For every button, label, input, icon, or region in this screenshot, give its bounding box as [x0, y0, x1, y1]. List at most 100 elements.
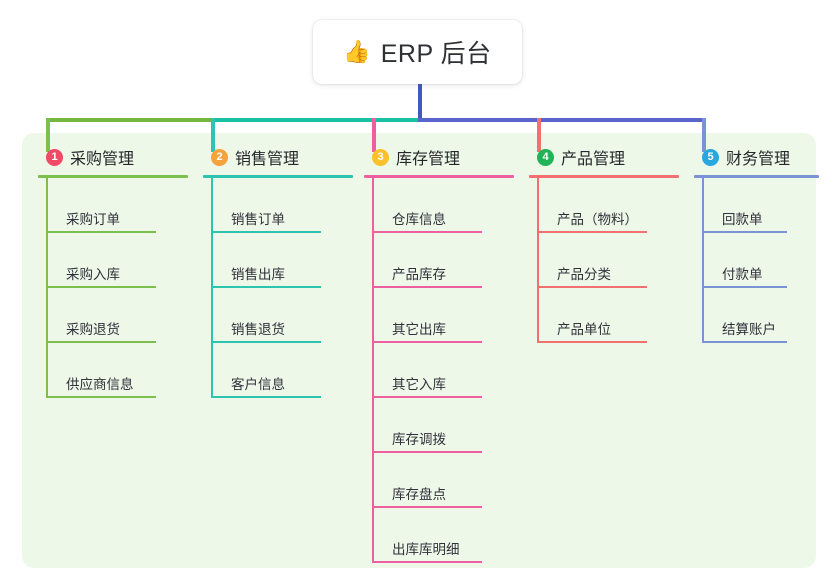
branch-item-underline [372, 286, 482, 288]
branch-item-underline [211, 396, 321, 398]
branch-item[interactable]: 结算账户 [694, 288, 819, 343]
branch-item-label: 结算账户 [722, 322, 776, 337]
branch-item-underline [372, 506, 482, 508]
branch-item[interactable]: 产品库存 [364, 233, 514, 288]
branch-item-label: 库存盘点 [392, 487, 446, 502]
branch-item-underline [46, 396, 156, 398]
connector-horizontal-segment-3 [418, 118, 706, 122]
branch-spine [537, 178, 539, 343]
branch-item-label: 产品单位 [557, 322, 611, 337]
branch-column-2: 2 销售管理销售订单销售出库销售退货客户信息 [203, 145, 353, 398]
branch-item-underline [537, 231, 647, 233]
branch-item-label: 其它出库 [392, 322, 446, 337]
branch-header-3[interactable]: 3 库存管理 [364, 145, 514, 169]
branch-item-label: 产品（物料） [557, 212, 638, 227]
branch-header-2[interactable]: 2 销售管理 [203, 145, 353, 169]
branch-spine [211, 178, 213, 398]
root-node-erp-backend[interactable]: 👍 ERP 后台 [313, 20, 522, 84]
connector-root-stem [418, 84, 422, 122]
branch-title: 产品管理 [561, 151, 626, 168]
branch-item-underline [211, 286, 321, 288]
branch-item-underline [372, 231, 482, 233]
branch-item-list: 产品（物料） 产品分类产品单位 [529, 178, 679, 343]
branch-item[interactable]: 库存盘点 [364, 453, 514, 508]
branch-item[interactable]: 产品分类 [529, 233, 679, 288]
branch-item-label: 回款单 [722, 212, 763, 227]
branch-item-list: 采购订单采购入库采购退货供应商信息 [38, 178, 188, 398]
branch-item-underline [702, 231, 787, 233]
branch-item[interactable]: 供应商信息 [38, 343, 188, 398]
branch-column-3: 3 库存管理仓库信息产品库存其它出库其它入库库存调拨库存盘点出库库明细 [364, 145, 514, 563]
branch-item-underline [537, 341, 647, 343]
branch-title-underline [364, 175, 514, 178]
branch-title-underline [203, 175, 353, 178]
branch-item[interactable]: 付款单 [694, 233, 819, 288]
branch-item-label: 付款单 [722, 267, 763, 282]
branch-number-badge: 3 [372, 148, 389, 166]
branch-item[interactable]: 采购入库 [38, 233, 188, 288]
branch-item-underline [372, 451, 482, 453]
branch-item-label: 客户信息 [231, 377, 285, 392]
branch-title: 销售管理 [235, 151, 300, 168]
branch-title-underline [38, 175, 188, 178]
branch-item[interactable]: 客户信息 [203, 343, 353, 398]
branch-item-label: 采购退货 [66, 322, 120, 337]
branch-item[interactable]: 其它入库 [364, 343, 514, 398]
branch-number-badge: 2 [211, 148, 228, 166]
branch-item-label: 采购入库 [66, 267, 120, 282]
branch-item-list: 仓库信息产品库存其它出库其它入库库存调拨库存盘点出库库明细 [364, 178, 514, 563]
connector-horizontal-segment-1 [46, 118, 215, 122]
branch-item-list: 回款单付款单结算账户 [694, 178, 819, 343]
branch-item-label: 销售订单 [231, 212, 285, 227]
branch-item-underline [46, 286, 156, 288]
branch-item[interactable]: 采购订单 [38, 178, 188, 233]
connector-drop-4 [537, 118, 541, 152]
branch-item[interactable]: 回款单 [694, 178, 819, 233]
branch-item[interactable]: 销售订单 [203, 178, 353, 233]
branch-title: 库存管理 [396, 151, 461, 168]
branch-item-underline [46, 231, 156, 233]
branch-item-underline [46, 341, 156, 343]
branch-item-label: 销售退货 [231, 322, 285, 337]
branch-item[interactable]: 出库库明细 [364, 508, 514, 563]
branch-item[interactable]: 销售出库 [203, 233, 353, 288]
branch-title: 采购管理 [70, 151, 135, 168]
branch-item-label: 采购订单 [66, 212, 120, 227]
branch-item-label: 库存调拨 [392, 432, 446, 447]
branch-spine [46, 178, 48, 398]
branch-header-1[interactable]: 1 采购管理 [38, 145, 188, 169]
branch-item-label: 产品库存 [392, 267, 446, 282]
branches-background-panel [22, 133, 816, 568]
branch-number-badge: 1 [46, 148, 63, 166]
branch-item-label: 供应商信息 [66, 377, 134, 392]
branch-item-label: 其它入库 [392, 377, 446, 392]
branch-item[interactable]: 库存调拨 [364, 398, 514, 453]
branch-spine [372, 178, 374, 563]
branch-item-underline [372, 341, 482, 343]
connector-drop-2 [211, 118, 215, 152]
connector-drop-3 [372, 118, 376, 152]
root-node-content: 👍 ERP 后台 [343, 34, 491, 70]
branch-item-list: 销售订单销售出库销售退货客户信息 [203, 178, 353, 398]
branch-item[interactable]: 仓库信息 [364, 178, 514, 233]
branch-item[interactable]: 产品（物料） [529, 178, 679, 233]
branch-item[interactable]: 采购退货 [38, 288, 188, 343]
branch-item[interactable]: 销售退货 [203, 288, 353, 343]
branch-item[interactable]: 产品单位 [529, 288, 679, 343]
branch-item-underline [211, 341, 321, 343]
branch-item-underline [211, 231, 321, 233]
branch-item-label: 出库库明细 [392, 542, 460, 557]
branch-item[interactable]: 其它出库 [364, 288, 514, 343]
branch-item-underline [537, 286, 647, 288]
branch-title-underline [529, 175, 679, 178]
connector-drop-1 [46, 118, 50, 152]
branch-item-underline [702, 286, 787, 288]
branch-item-label: 产品分类 [557, 267, 611, 282]
branch-item-underline [702, 341, 787, 343]
branch-spine [702, 178, 704, 343]
